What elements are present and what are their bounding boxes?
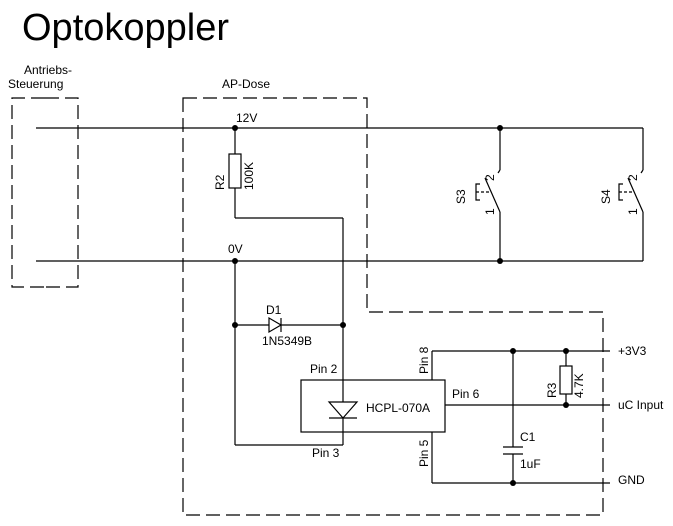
diode-d1: D1 1N5349B	[232, 261, 346, 445]
rail-0v: 0V	[36, 212, 644, 264]
s3-pin1-label: 1	[483, 208, 497, 215]
c1-ref-label: C1	[520, 430, 536, 444]
net-uc-input: uC Input	[445, 398, 664, 412]
resistor-r3: R3 4.7K	[545, 351, 586, 405]
s4-ref-label: S4	[599, 189, 613, 204]
pin6-label: Pin 6	[452, 387, 480, 401]
r3-ref-label: R3	[545, 382, 559, 398]
d1-value-label: 1N5349B	[262, 334, 312, 348]
rail-12v: 12V	[36, 111, 644, 170]
r2-value-label: 100K	[242, 162, 256, 190]
r3-value-label: 4.7K	[572, 373, 586, 398]
antriebs-steuerung-block: Antriebs- Steuerung	[8, 63, 79, 288]
ap-dose-label: AP-Dose	[222, 77, 270, 91]
pin5-label: Pin 5	[417, 439, 431, 467]
pin3-label: Pin 3	[312, 446, 340, 460]
out-3v3-label: +3V3	[618, 344, 647, 358]
out-uc-label: uC Input	[618, 398, 664, 412]
diagram-title: Optokoppler	[22, 7, 229, 49]
net-gnd: GND	[431, 432, 645, 487]
d1-ref-label: D1	[266, 303, 282, 317]
ic-name-label: HCPL-070A	[366, 401, 430, 415]
ap-dose-block: AP-Dose	[182, 77, 604, 516]
s4-pin1-label: 1	[626, 208, 640, 215]
optocoupler-ic: HCPL-070A Pin 2 Pin 3 Pin 6 Pin 8 Pin 5	[235, 325, 480, 467]
s3-ref-label: S3	[454, 189, 468, 204]
antriebs-label-line1: Antriebs-	[24, 63, 72, 77]
s4-pin2-label: 2	[626, 174, 640, 181]
net-3v3: +3V3	[431, 344, 647, 380]
r2-ref-label: R2	[213, 174, 227, 190]
c1-value-label: 1uF	[520, 457, 541, 471]
pin8-label: Pin 8	[417, 346, 431, 374]
net-12v-label: 12V	[236, 111, 257, 125]
out-gnd-label: GND	[618, 473, 645, 487]
switch-s3: S3 2 1	[454, 128, 501, 261]
pin2-label: Pin 2	[310, 362, 338, 376]
net-0v-label: 0V	[228, 242, 243, 256]
switch-s4: S4 2 1	[599, 169, 644, 215]
capacitor-c1: C1 1uF	[503, 351, 541, 486]
antriebs-label-line2: Steuerung	[8, 77, 63, 91]
s3-pin2-label: 2	[483, 174, 497, 181]
resistor-r2: R2 100K	[213, 128, 344, 325]
